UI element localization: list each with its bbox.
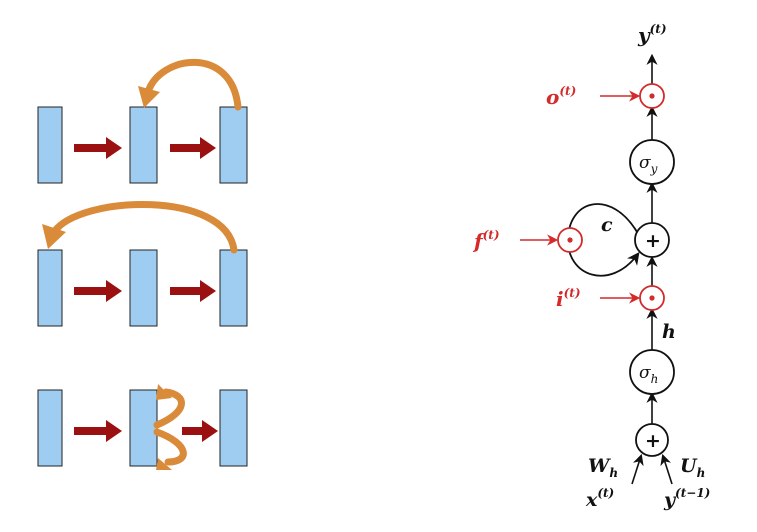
x-input-arrow: [631, 453, 644, 485]
red-arrow-row2-a: [74, 280, 122, 302]
plus-top-sign: +: [645, 230, 661, 252]
plus-bottom-node: [635, 423, 669, 457]
orange-feedback-arrow-row1: [144, 58, 242, 111]
block-row2-mid: [129, 249, 158, 327]
u-weight-label: Uh: [680, 455, 705, 480]
orange-arrowhead-row3-top: [156, 384, 172, 400]
row-3-recurrence: [37, 384, 248, 470]
red-arrow-row3-b: [182, 420, 218, 442]
output-label: y(t): [637, 22, 667, 47]
input-gate-label: i(t): [556, 286, 581, 311]
y-prev-input-arrow: [660, 453, 673, 485]
block-row3-right: [219, 389, 248, 467]
row-2-recurrence: [37, 201, 248, 327]
plus-bottom-sign: +: [645, 430, 661, 452]
cell-label: c: [601, 214, 613, 236]
sigma-y-node: [629, 139, 675, 185]
y-prev-input-label: y(t−1): [663, 486, 710, 511]
orange-arrowhead-row2: [42, 224, 66, 249]
forget-gate-dot: [567, 237, 573, 243]
forget-gate-label: f(t): [472, 228, 500, 253]
block-row3-left: [37, 389, 63, 467]
input-gate-dot: [649, 295, 655, 301]
red-arrow-row3-a: [74, 420, 122, 442]
orange-arrowhead-row1: [138, 86, 160, 108]
orange-feedback-arrow-row2: [50, 201, 238, 254]
red-arrow-row1-b: [170, 137, 216, 159]
block-row2-right: [219, 249, 248, 327]
block-row1-mid: [129, 106, 158, 184]
row-1-recurrence: [37, 58, 248, 184]
orange-self-loop-top: [153, 388, 185, 429]
plus-top-node: [634, 222, 670, 258]
sigma-y-label: σy: [639, 153, 658, 176]
x-input-label: x(t): [585, 486, 614, 511]
orange-arrowhead-row3-bottom: [156, 458, 172, 470]
red-arrow-row1-a: [74, 137, 122, 159]
block-row3-mid: [129, 389, 158, 467]
output-gate-label: o(t): [546, 84, 576, 109]
red-arrow-row2-b: [170, 280, 216, 302]
sigma-h-label: σh: [639, 363, 658, 386]
block-row2-left: [37, 249, 63, 327]
output-gate-dot: [649, 93, 655, 99]
orange-self-loop-bottom: [153, 428, 187, 466]
hidden-label: h: [662, 321, 676, 343]
block-row1-left: [37, 106, 63, 184]
block-row1-right: [219, 106, 248, 184]
lstm-cell: y(t) o(t) σy + c f(t) i(t) h σh +: [472, 22, 710, 511]
w-weight-label: Wh: [588, 455, 618, 480]
sigma-h-node: [629, 349, 675, 395]
